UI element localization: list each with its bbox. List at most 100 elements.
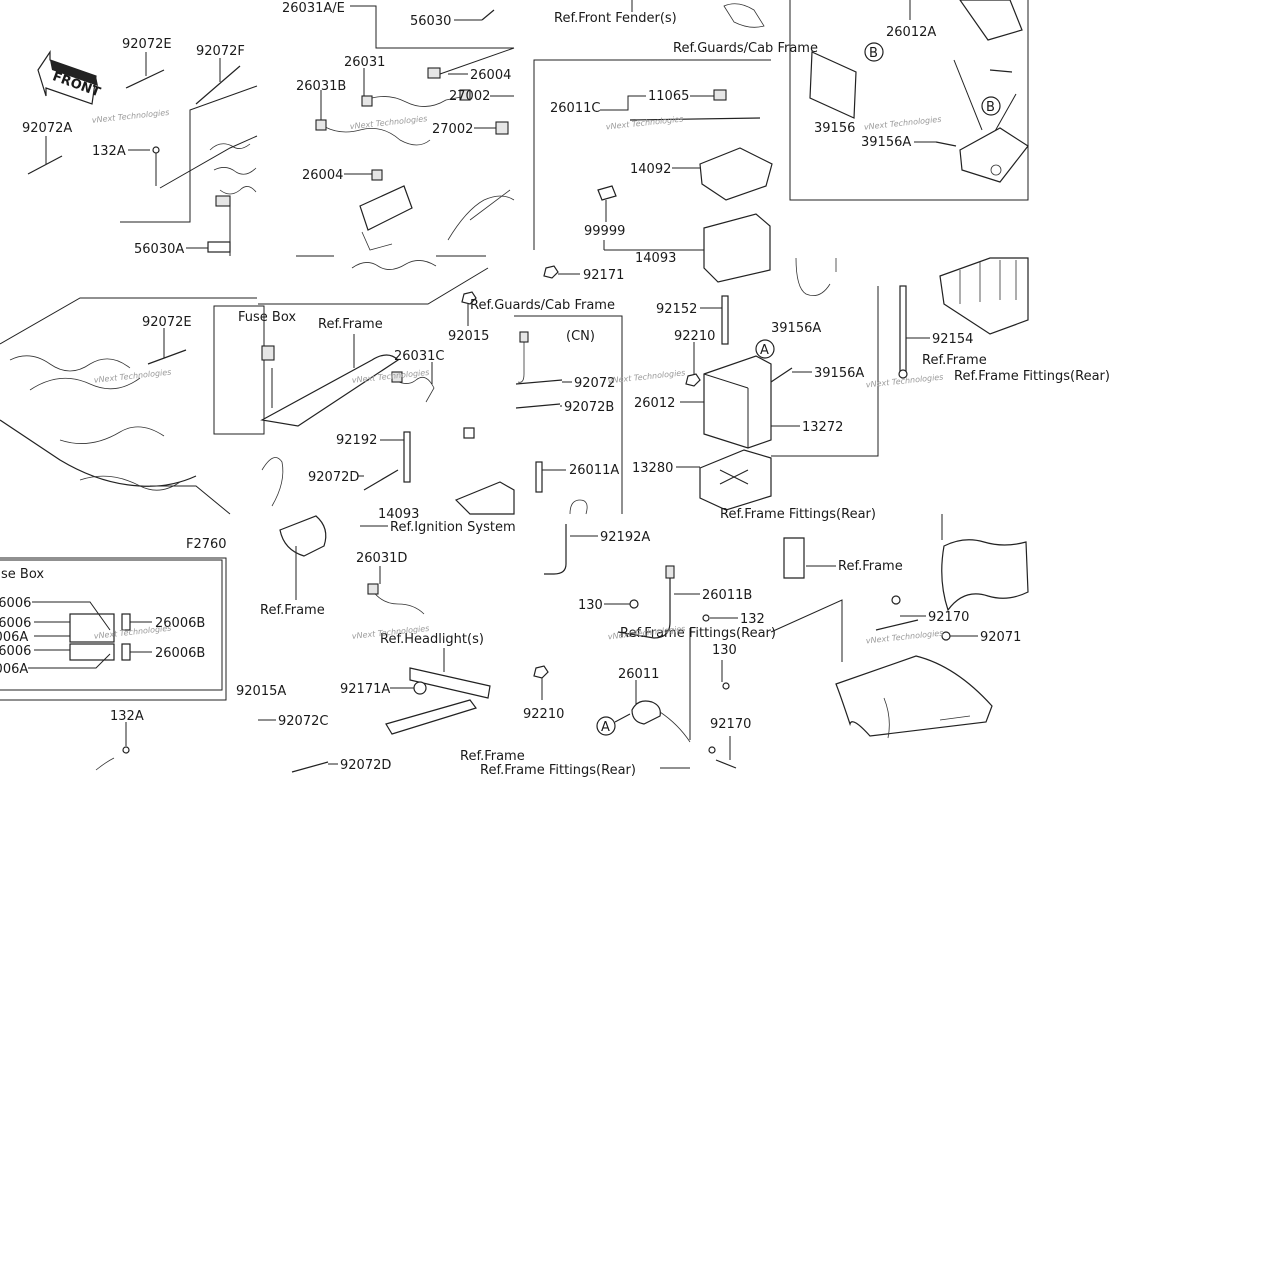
clip-92072B: 92072B: [515, 400, 614, 415]
label-39156A-left: 39156A: [771, 321, 821, 336]
watermark-1: vNext Technologies: [91, 108, 169, 125]
clip-92072D-mid: 92072D: [308, 469, 399, 491]
ref-frame-left-label: Ref.Frame: [460, 749, 525, 764]
battery-14093: 14093: [603, 213, 771, 283]
label-14093-mid: 14093: [378, 507, 419, 522]
watermark-3: vNext Technologies: [605, 114, 683, 131]
label-92072B: 92072B: [564, 400, 614, 415]
label-26031B: 26031B: [296, 79, 346, 94]
ref-frame-rear-label: Ref.Frame: [838, 559, 903, 574]
label-92154: 92154: [932, 332, 973, 347]
clip-92072C: 92072C: [258, 714, 328, 729]
label-132: 132: [740, 612, 765, 627]
label-92170-rear: 92170: [928, 610, 969, 625]
label-92210-mid: 92210: [674, 329, 715, 344]
bolt-132A-top: 132A: [92, 144, 160, 186]
bolt-92170-bottom: 92170: [708, 717, 751, 769]
nut-92210-mid: 92210: [674, 329, 715, 387]
bracket-56030: 56030: [410, 9, 495, 29]
bracket-56030A: 56030A: [134, 241, 231, 257]
label-14093: 14093: [635, 251, 676, 266]
grommet-92171A: 92171A: [340, 681, 427, 697]
callout-a-bottom: A: [601, 720, 610, 735]
harness-26031C: 26031C: [391, 349, 444, 403]
label-26011: 26011: [618, 667, 659, 682]
bolt-92170-rear: 92170: [875, 595, 969, 631]
grommet-92071: 92071: [941, 630, 1021, 645]
label-26031AE: 26031A/E: [282, 1, 345, 16]
bolt-92154: 92154: [771, 285, 973, 457]
stud-92152: 92152: [656, 295, 729, 345]
label-92152: 92152: [656, 302, 697, 317]
label-11065: 11065: [648, 89, 689, 104]
callout-b-right: B: [986, 100, 995, 115]
terminal-26011: 26011 A: [596, 667, 691, 743]
label-92015: 92015: [448, 329, 489, 344]
label-plate-39156: B 39156: [809, 42, 884, 136]
label-26011C: 26011C: [550, 101, 600, 116]
nut-92015: 92015: [448, 291, 489, 344]
ref-headlight: Ref.Headlight(s): [380, 632, 491, 735]
battery-case-14092: 14092: [630, 147, 773, 201]
nut-92015A: 92015A: [236, 684, 286, 699]
label-27002-top: 27002: [449, 89, 490, 104]
label-92072F: 92072F: [196, 44, 245, 59]
label-92192: 92192: [336, 433, 377, 448]
leader-26031AE: 26031A/E: [282, 1, 514, 49]
bolt-130-top: 130: [578, 598, 639, 613]
ref-fittings-right-label: Ref.Frame Fittings(Rear): [954, 369, 1110, 384]
ref-frame-fittings-bottom: Ref.Frame Ref.Frame Fittings(Rear): [460, 749, 690, 778]
callout-b-top: B: [869, 46, 878, 61]
label-92072D-bottom: 92072D: [340, 758, 391, 773]
label-39156A-mid: 39156A: [814, 366, 864, 381]
battery-side-39156A: 39156A 39156A 13272: [770, 257, 864, 435]
clip-92072F: 92072F: [195, 44, 245, 105]
label-plate-39156A: 39156A B: [861, 59, 1029, 183]
label-26006B-bottom: 26006B: [155, 646, 205, 661]
spacer-99999: 99999: [584, 185, 625, 239]
ref-ignition: Ref.Ignition System Ref.Frame: [260, 515, 516, 618]
main-harness-26031A: [0, 297, 257, 515]
watermark-12: vNext Technologies: [865, 628, 943, 645]
skid-plate: [835, 655, 993, 739]
bolt-132A-bottom: 132A: [95, 709, 144, 771]
cn-marker: (CN): [566, 329, 595, 344]
label-26006-c: 26006: [0, 644, 31, 659]
band-92192A: 92192A: [544, 524, 650, 575]
label-26031C: 26031C: [394, 349, 444, 364]
fuse-box-panel: F2760 Fuse Box 26006B 26006B 26006 26006…: [0, 537, 227, 701]
ref-frame-mid-label: Ref.Frame: [318, 317, 383, 332]
label-130-bottom: 130: [712, 643, 737, 658]
ref-ignition-label: Ref.Ignition System: [390, 520, 516, 535]
label-92072C: 92072C: [278, 714, 328, 729]
label-39156A-top: 39156A: [861, 135, 911, 150]
ref-guards-label: Ref.Guards/Cab Frame: [673, 41, 818, 56]
label-13272: 13272: [802, 420, 843, 435]
label-26004-left: 26004: [302, 168, 343, 183]
label-92072E-top: 92072E: [122, 37, 172, 52]
tray-13280: 13280: [632, 449, 772, 511]
clip-92072A: 92072A: [22, 121, 72, 175]
front-badge: FRONT: [37, 50, 102, 105]
clip-92072E-mid: 92072E: [142, 315, 192, 365]
watermark-4: vNext Technologies: [863, 115, 941, 132]
ref-rear-fragment-label: Ref.Frame Fittings(Rear): [620, 626, 776, 641]
watermark-2: vNext Technologies: [349, 114, 427, 131]
ref-frame-fittings-mid: Ref.Frame Ref.Frame Fittings(Rear): [922, 257, 1110, 384]
label-56030: 56030: [410, 14, 451, 29]
label-132A-bottom: 132A: [110, 709, 144, 724]
label-13280: 13280: [632, 461, 673, 476]
fuse-ref-label: Fuse Box: [238, 310, 296, 325]
clip-11065: 11065: [648, 89, 727, 104]
label-92072E-mid: 92072E: [142, 315, 192, 330]
harness-26031B: 26031B: [296, 79, 431, 146]
watermark-7: vNext Technologies: [607, 368, 685, 385]
label-26004-right: 26004: [470, 68, 511, 83]
nut-92171: 92171: [543, 265, 624, 283]
cable-92072-cn: 92072: [515, 331, 615, 391]
battery-26012: A 26012: [634, 339, 775, 449]
label-92072A: 92072A: [22, 121, 72, 136]
bolt-132-right: 132: [689, 612, 765, 740]
harness-26031: 26031: [344, 55, 471, 107]
